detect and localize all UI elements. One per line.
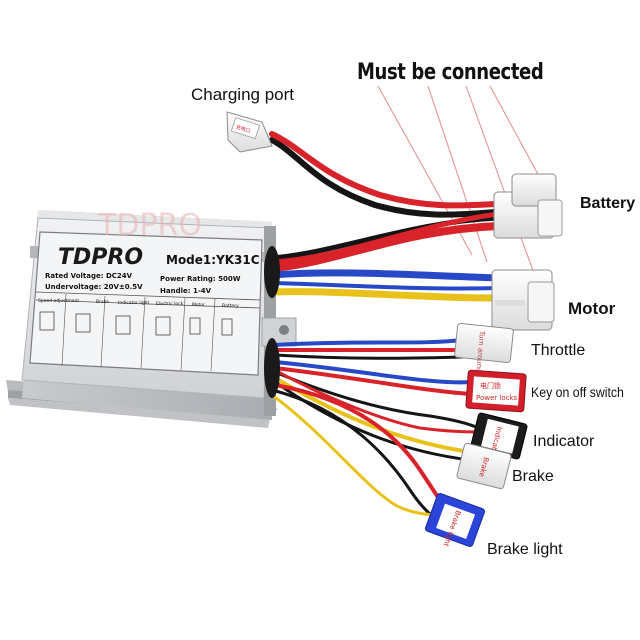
brake-light-connector: Brake light <box>425 493 485 548</box>
watermark-text: TDPRO <box>97 208 202 243</box>
charging-wires <box>269 131 498 218</box>
key-switch-cn-text: 电门锁 <box>480 381 501 390</box>
battery-connector <box>493 173 563 239</box>
label-indicator: Indicator <box>533 433 595 450</box>
plate-text: TDPRO Mode1:YK31C Rated Voltage: DC24V P… <box>38 245 260 309</box>
power-rating-text: Power Rating: 500W <box>160 275 241 283</box>
undervoltage-text: Undervoltage: 20V±0.5V <box>45 283 143 291</box>
charging-port-connector: 充电口 <box>226 111 273 153</box>
plate-wiring-symbols <box>39 311 233 336</box>
plate-column-4: Motor <box>192 302 205 308</box>
plate-column-0: Speed adjustment <box>38 298 79 304</box>
throttle-connector: Turn around <box>454 322 514 373</box>
svg-text:充电口: 充电口 <box>235 123 251 134</box>
main-wires <box>268 211 502 302</box>
callout-line-battery-black <box>427 85 488 263</box>
throttle-connector-text: Turn around <box>474 330 486 373</box>
callout-line-motor <box>465 85 541 291</box>
wire-grommet-upper <box>264 246 280 298</box>
callout-line-battery <box>489 85 541 179</box>
key-switch-connector: 电门锁 Power locks <box>465 369 527 413</box>
brake-connector: Brake <box>456 442 512 490</box>
label-battery: Battery <box>580 195 636 212</box>
key-switch-en-text: Power locks <box>476 394 518 402</box>
label-key-switch: Key on off switch <box>531 384 624 400</box>
label-brake: Brake <box>512 468 554 485</box>
label-brake-light: Brake light <box>487 541 563 558</box>
plate-column-2: Indicator light <box>118 300 150 306</box>
brand-logo: TDPRO <box>58 245 143 270</box>
rated-voltage-text: Rated Voltage: DC24V <box>45 272 133 280</box>
handle-text: Handle: 1-4V <box>160 287 212 295</box>
plate-column-5: Battery <box>222 303 239 309</box>
plate-column-3: Electric lock <box>156 301 184 307</box>
label-motor: Motor <box>568 299 616 318</box>
label-throttle: Throttle <box>531 342 586 359</box>
label-charging-port: Charging port <box>191 85 295 104</box>
plate-column-1: Brake <box>96 299 109 305</box>
model-text: Mode1:YK31C <box>166 253 260 267</box>
controller-label-plate <box>29 231 263 376</box>
wire-grommet-lower <box>264 338 280 398</box>
signal-wires <box>270 338 480 522</box>
headline-must-be-connected: Must be connected <box>357 60 544 85</box>
motor-connector <box>491 269 555 331</box>
